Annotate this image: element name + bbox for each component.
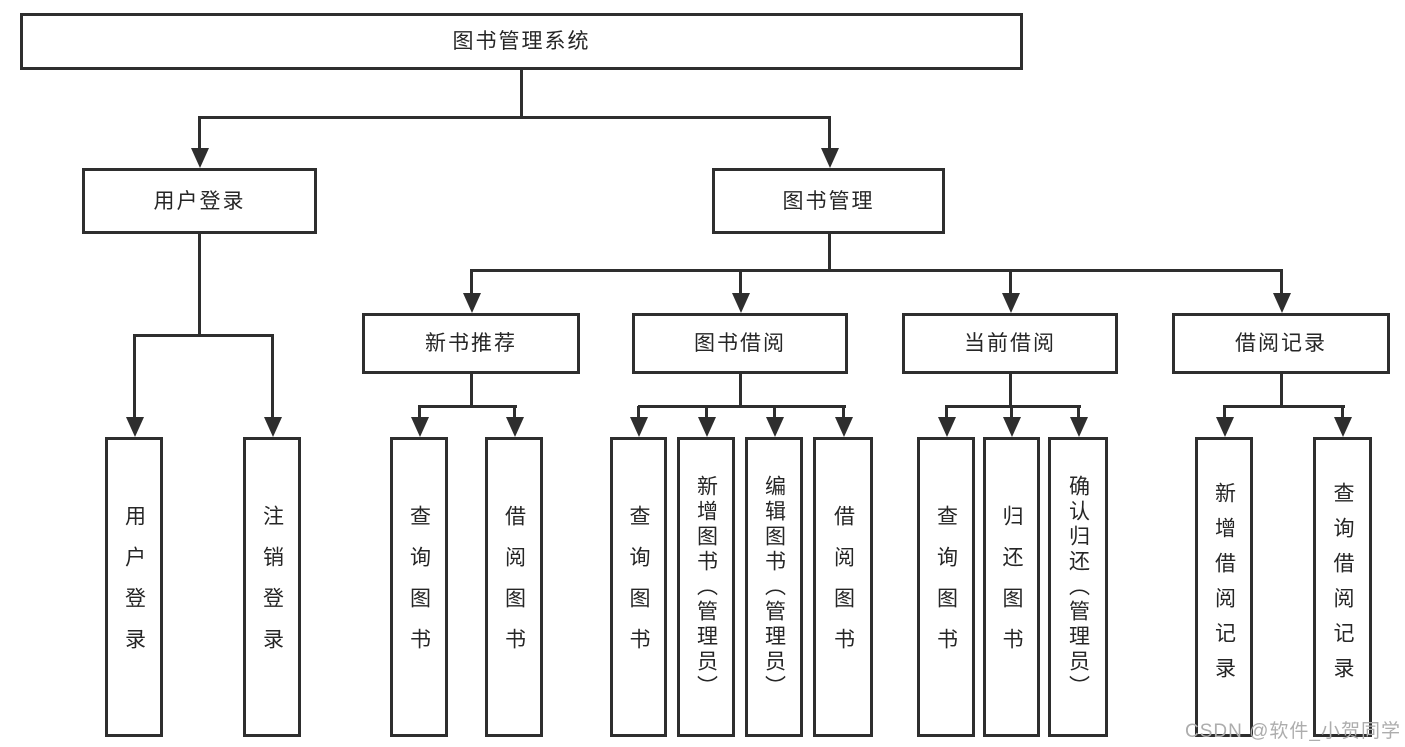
connector-current-stem	[1009, 372, 1012, 407]
node-label: 图书借阅	[694, 332, 786, 355]
connector-userlogin-bar	[133, 334, 274, 337]
arrow-down-icon	[731, 270, 750, 313]
node-label: 当前借阅	[964, 332, 1056, 355]
connector-records-stem	[1280, 372, 1283, 407]
node-borrowing-records: 借阅记录	[1172, 313, 1390, 374]
arrow-down-icon	[697, 406, 716, 437]
arrow-down-icon	[820, 117, 839, 168]
leaf-logout: 注销登录	[243, 437, 301, 737]
leaf-add-books-admin: 新增图书（管理员）	[677, 437, 735, 737]
leaf-label: 确认归还（管理员）	[1066, 474, 1090, 700]
node-label: 图书管理	[782, 189, 875, 213]
leaf-label: 编辑图书（管理员）	[762, 474, 786, 700]
arrow-down-icon	[1215, 406, 1234, 437]
leaf-user-login: 用户登录	[105, 437, 163, 737]
connector-current-bar	[945, 405, 1081, 408]
arrow-down-icon	[765, 406, 784, 437]
leaf-return-books: 归还图书	[983, 437, 1040, 737]
connector-root-bar	[198, 116, 831, 119]
connector-userlogin-stem	[198, 232, 201, 337]
node-root-library-system: 图书管理系统	[20, 13, 1023, 70]
leaf-label: 查询图书	[627, 505, 650, 669]
leaf-label: 借阅图书	[831, 505, 855, 669]
node-book-borrowing: 图书借阅	[632, 313, 848, 374]
arrow-down-icon	[629, 406, 648, 437]
leaf-query-books-newbook: 查询图书	[390, 437, 448, 737]
leaf-edit-books-admin: 编辑图书（管理员）	[745, 437, 803, 737]
leaf-label: 注销登录	[260, 505, 284, 669]
connector-root-stem	[520, 68, 523, 118]
arrow-down-icon	[1001, 270, 1020, 313]
arrow-down-icon	[462, 270, 481, 313]
node-current-borrowing: 当前借阅	[902, 313, 1118, 374]
connector-records-bar	[1223, 405, 1345, 408]
arrow-down-icon	[1002, 406, 1021, 437]
leaf-borrow-books-newbook: 借阅图书	[485, 437, 543, 737]
leaf-label: 查询借阅记录	[1331, 482, 1354, 692]
leaf-query-borrow-record: 查询借阅记录	[1313, 437, 1372, 737]
leaf-label: 借阅图书	[502, 505, 526, 669]
arrow-down-icon	[410, 406, 429, 437]
arrow-down-icon	[937, 406, 956, 437]
arrow-down-icon	[190, 117, 209, 168]
arrow-down-icon	[263, 335, 282, 437]
connector-borrow-bar	[638, 405, 846, 408]
arrow-down-icon	[834, 406, 853, 437]
connector-bookmgmt-bar	[470, 269, 1283, 272]
node-user-login: 用户登录	[82, 168, 317, 234]
arrow-down-icon	[1069, 406, 1088, 437]
connector-newbook-stem	[470, 372, 473, 407]
arrow-down-icon	[1272, 270, 1291, 313]
node-label: 图书管理系统	[452, 30, 591, 53]
connector-borrow-stem	[739, 372, 742, 407]
leaf-label: 查询图书	[934, 505, 958, 669]
leaf-label: 新增借阅记录	[1212, 482, 1236, 692]
node-label: 新书推荐	[425, 332, 517, 355]
leaf-label: 新增图书（管理员）	[694, 474, 718, 700]
node-book-management: 图书管理	[712, 168, 945, 234]
connector-newbook-bar	[418, 405, 517, 408]
arrow-down-icon	[125, 335, 144, 437]
leaf-label: 归还图书	[1000, 505, 1023, 669]
leaf-label: 查询图书	[407, 505, 431, 669]
node-new-book-recommend: 新书推荐	[362, 313, 580, 374]
leaf-confirm-return-admin: 确认归还（管理员）	[1048, 437, 1108, 737]
leaf-label: 用户登录	[122, 505, 146, 669]
node-label: 用户登录	[153, 189, 246, 213]
arrow-down-icon	[1333, 406, 1352, 437]
connector-bookmgmt-stem	[828, 232, 831, 271]
leaf-add-borrow-record: 新增借阅记录	[1195, 437, 1253, 737]
leaf-query-books-borrow: 查询图书	[610, 437, 667, 737]
leaf-query-books-current: 查询图书	[917, 437, 975, 737]
node-label: 借阅记录	[1235, 332, 1327, 355]
leaf-borrow-books: 借阅图书	[813, 437, 873, 737]
arrow-down-icon	[505, 406, 524, 437]
csdn-watermark: CSDN @软件_小贺同学	[1185, 721, 1401, 742]
